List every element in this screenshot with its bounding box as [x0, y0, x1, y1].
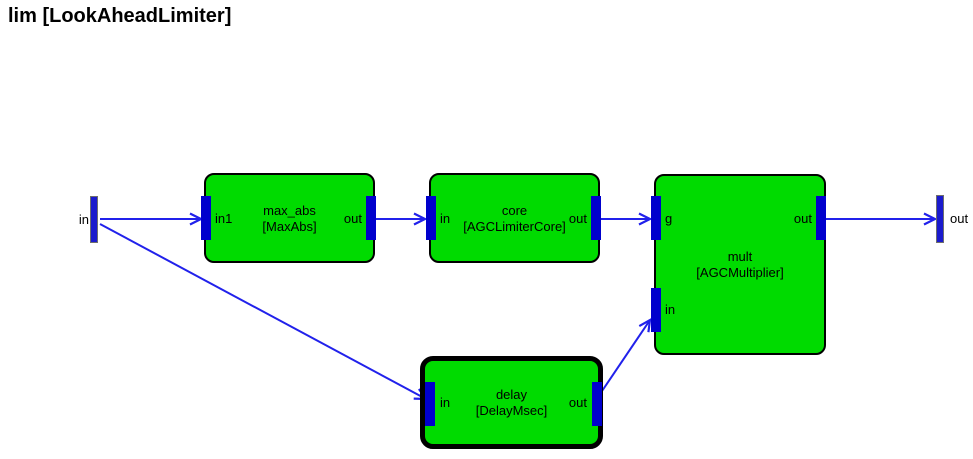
port-label-max_abs-in1: in1	[215, 211, 233, 226]
block-type-delay: [DelayMsec]	[475, 403, 548, 418]
port-label-delay-out: out	[568, 395, 587, 410]
port-label-max_abs-out: out	[343, 211, 362, 226]
block-name-delay: delay	[495, 387, 528, 402]
port-label-mult-g: g	[665, 211, 673, 226]
port-label-core-in: in	[440, 211, 451, 226]
port-label-core-out: out	[568, 211, 587, 226]
port-bar-core-out[interactable]	[591, 196, 601, 240]
block-type-mult: [AGCMultiplier]	[696, 265, 784, 280]
block-label-core: core [AGCLimiterCore]	[429, 203, 600, 235]
port-label-delay-in: in	[440, 395, 451, 410]
diagram-title: lim [LookAheadLimiter]	[8, 5, 232, 27]
block-name-core: core	[501, 203, 528, 218]
block-type-core: [AGCLimiterCore]	[463, 219, 566, 234]
block-label-mult: mult [AGCMultiplier]	[654, 249, 826, 281]
port-bar-mult-in[interactable]	[651, 288, 661, 332]
block-delay[interactable]	[420, 356, 603, 449]
port-bar-max_abs-in1[interactable]	[201, 196, 211, 240]
wire-in-to-delay-in[interactable]	[99, 223, 426, 399]
block-name-max_abs: max_abs	[263, 203, 316, 218]
port-bar-delay-out[interactable]	[592, 382, 602, 426]
external-output-port-label: out	[950, 211, 969, 226]
port-bar-max_abs-out[interactable]	[366, 196, 376, 240]
port-bar-delay-in[interactable]	[425, 382, 435, 426]
block-mult[interactable]	[654, 174, 826, 355]
block-core[interactable]	[429, 173, 600, 263]
block-name-mult: mult	[727, 249, 753, 264]
port-bar-mult-g[interactable]	[651, 196, 661, 240]
wire-delay-out-to-mult-in[interactable]	[599, 320, 650, 395]
port-label-mult-in: in	[665, 302, 676, 317]
external-input-port-bar[interactable]	[90, 196, 98, 243]
port-label-mult-out: out	[793, 211, 812, 226]
block-label-max_abs: max_abs [MaxAbs]	[204, 203, 375, 235]
block-type-max_abs: [MaxAbs]	[262, 219, 317, 234]
external-input-port-label: in	[78, 212, 89, 227]
port-bar-core-in[interactable]	[426, 196, 436, 240]
port-bar-mult-out[interactable]	[816, 196, 826, 240]
block-label-delay: delay [DelayMsec]	[420, 387, 603, 419]
external-output-port-bar[interactable]	[936, 195, 944, 243]
